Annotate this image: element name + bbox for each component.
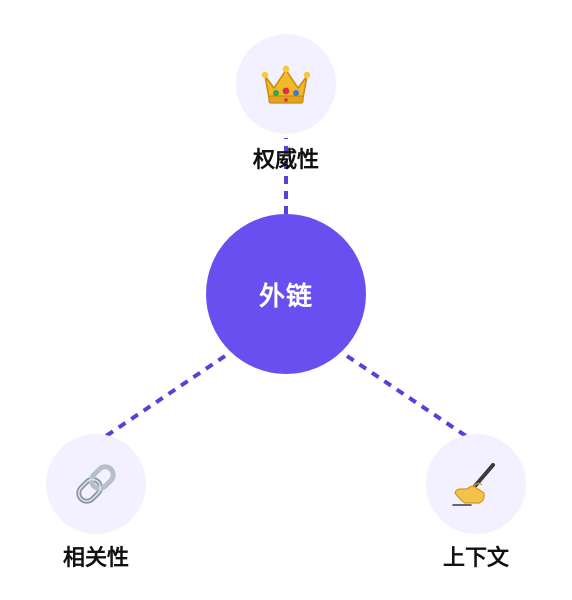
center-label: 外链 xyxy=(258,281,313,312)
node-context xyxy=(426,434,526,534)
connector-left xyxy=(104,354,227,438)
center-node: 外链 xyxy=(206,214,366,374)
node-authority-label: 权威性 xyxy=(252,148,319,173)
node-relevance xyxy=(46,434,146,534)
node-relevance-label: 相关性 xyxy=(62,546,129,571)
node-authority xyxy=(236,34,336,134)
chain-link-icon xyxy=(76,464,116,504)
writing-hand-icon xyxy=(452,463,495,506)
crown-icon xyxy=(261,65,311,104)
connector-right xyxy=(345,354,468,438)
node-context-label: 上下文 xyxy=(442,546,509,571)
